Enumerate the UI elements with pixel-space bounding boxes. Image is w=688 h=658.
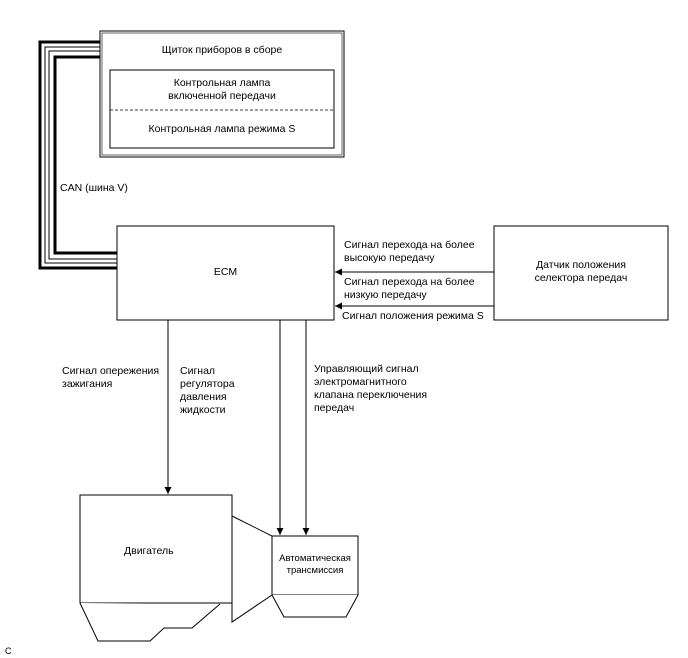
cluster-title: Щиток приборов в сборе — [161, 44, 283, 56]
ecm-box — [116, 225, 335, 321]
s-mode-signal-label: Сигнал положения режима S — [342, 310, 484, 322]
bell-housing — [231, 515, 273, 623]
can-bus-cable — [38, 40, 117, 270]
engine-shape — [79, 494, 233, 642]
shift-sensor-box — [493, 225, 669, 321]
ignition-signal-label: Сигнал опережения зажигания — [62, 365, 160, 390]
solenoid-signal-label: Управляющий сигнал электромагнитного кла… — [314, 363, 428, 414]
transmission-shape — [271, 535, 359, 618]
ecm-output-arrows — [164, 320, 310, 535]
engine-label: Двигатель — [124, 545, 174, 557]
pressure-signal-label: Сигнал регулятора давления жидкости — [180, 365, 235, 416]
ecm-label: ECM — [213, 266, 238, 278]
gear-indicator-lamp-label: Контрольная лампа включенной передачи — [168, 77, 276, 102]
upshift-signal-label: Сигнал перехода на более высокую передач… — [344, 239, 475, 264]
transmission-label: Автоматическая трансмиссия — [279, 553, 351, 576]
downshift-signal-label: Сигнал перехода на более низкую передачу — [344, 276, 475, 301]
shift-sensor-label: Датчик положения селектора передач — [534, 259, 628, 284]
corner-mark: C — [5, 646, 12, 656]
sensor-signal-arrows — [335, 268, 494, 310]
can-bus-label: CAN (шина V) — [60, 182, 128, 194]
s-mode-lamp-label: Контрольная лампа режима S — [148, 123, 296, 135]
combination-meter-box — [99, 30, 345, 158]
